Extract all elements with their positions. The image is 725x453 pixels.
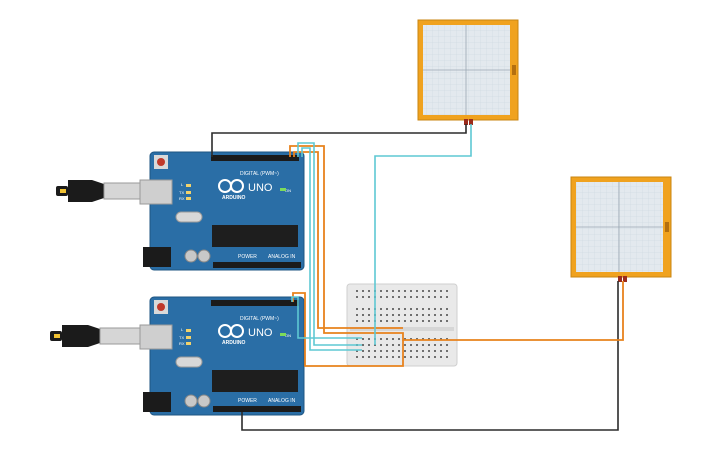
usb-jack (139, 324, 173, 350)
display-pin (623, 276, 627, 282)
digital-label: DIGITAL (PWM~) (240, 316, 279, 322)
digital-label: DIGITAL (PWM~) (240, 171, 279, 177)
on-led (280, 333, 286, 336)
on-label: ON (285, 188, 291, 193)
usb-plug-icon[interactable] (50, 325, 141, 347)
wire-cyan-top-2[interactable] (301, 147, 362, 351)
on-led (280, 188, 286, 191)
wire-orange-top[interactable] (289, 145, 624, 341)
display-label-strip (512, 65, 516, 75)
tx-label: TX (179, 335, 184, 340)
model-label: UNO (248, 182, 273, 194)
model-label: UNO (248, 327, 273, 339)
wire-cyan-display[interactable] (374, 124, 472, 345)
wire-orange-bottom[interactable] (292, 292, 404, 367)
brand-label: ARDUINO (222, 340, 245, 346)
atmega-chip (212, 370, 298, 392)
wire-cyan-top[interactable] (297, 142, 362, 346)
digital-header (211, 300, 299, 306)
l-label: L (181, 327, 184, 332)
reset-button-icon[interactable] (154, 155, 168, 169)
arduino-board-bottom[interactable]: UNO ARDUINO DIGITAL (PWM~) ANALOG IN POW… (139, 296, 305, 416)
digital-header (211, 155, 299, 161)
infinity-logo-icon (218, 324, 244, 338)
arduino-board-top[interactable]: UNO ARDUINO DIGITAL (PWM~) ANALOG IN POW… (139, 151, 305, 271)
analog-label: ANALOG IN (268, 254, 296, 260)
display-top[interactable] (417, 19, 519, 125)
power-label: POWER (238, 254, 257, 260)
rx-label: RX (179, 341, 185, 346)
display-pin (618, 276, 622, 282)
rx-label: RX (179, 196, 185, 201)
wire-orange-top-return[interactable] (293, 151, 403, 329)
power-jack (143, 392, 171, 412)
wire-black-top[interactable] (211, 124, 467, 157)
display-pin (464, 119, 468, 125)
analog-label: ANALOG IN (268, 398, 296, 404)
tx-label: TX (179, 190, 184, 195)
breadboard[interactable] (346, 283, 458, 367)
power-analog-header (213, 406, 301, 412)
atmega-chip (212, 225, 298, 247)
usb-plug-icon[interactable] (56, 180, 141, 202)
wire-black-bottom[interactable] (241, 281, 619, 431)
reset-button-icon[interactable] (154, 300, 168, 314)
wire-cyan-bottom[interactable] (291, 296, 362, 339)
l-label: L (181, 182, 184, 187)
brand-label: ARDUINO (222, 195, 245, 201)
display-label-strip (665, 222, 669, 232)
infinity-logo-icon (218, 179, 244, 193)
usb-jack (139, 179, 173, 205)
display-right[interactable] (570, 176, 672, 282)
on-label: ON (285, 333, 291, 338)
display-pin (469, 119, 473, 125)
power-jack (143, 247, 171, 267)
power-label: POWER (238, 398, 257, 404)
power-analog-header (213, 262, 301, 268)
